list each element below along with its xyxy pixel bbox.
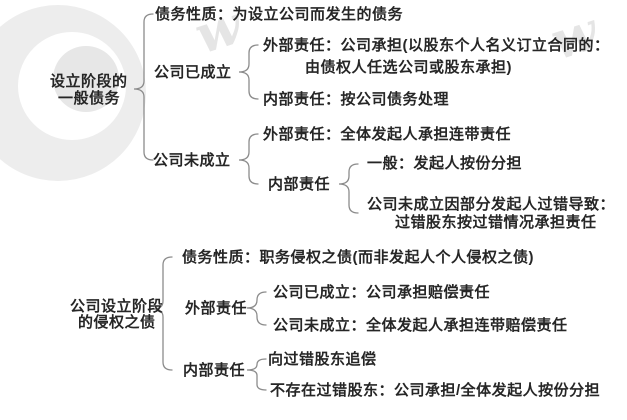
branch-brace — [338, 163, 359, 214]
node-not-established-external: 外部责任：全体发起人承担连带责任 — [263, 126, 512, 143]
branch-brace — [238, 133, 259, 185]
node-internal-general: 一般：发起人按份分担 — [367, 155, 523, 172]
node-not-established-internal: 内部责任 — [268, 176, 331, 193]
branch-brace — [246, 291, 267, 326]
node-internal-fault-line2: 过错股东按过错情况承担责任 — [395, 214, 597, 231]
node-root-general-debts-line2: 一般债务 — [58, 90, 121, 107]
node-debt-nature-general: 债务性质：为设立公司而发生的债务 — [155, 6, 404, 23]
node-company-established: 公司已成立 — [154, 64, 232, 81]
node-tort-internal: 内部责任 — [183, 362, 246, 379]
branch-brace — [246, 358, 267, 391]
node-company-not-established: 公司未成立 — [153, 152, 231, 169]
branch-brace — [238, 44, 259, 100]
node-established-external-line1: 外部责任：公司承担(以股东个人名义订立合同的： — [263, 37, 610, 54]
node-tort-internal-no-fault: 不存在过错股东：公司承担/全体发起人按份分担 — [270, 382, 601, 399]
node-tort-external-established: 公司已成立：公司承担赔偿责任 — [273, 284, 491, 301]
node-root-tort-debts-line2: 的侵权之债 — [78, 314, 156, 331]
node-established-internal: 内部责任：按公司债务处理 — [263, 91, 450, 108]
node-established-external-line2: 由债权人任选公司或股东承担) — [305, 59, 512, 76]
node-tort-external-not-established: 公司未成立：全体发起人承担连带赔偿责任 — [273, 317, 568, 334]
node-tort-internal-recourse: 向过错股东追偿 — [268, 351, 377, 368]
watermark-circle-inner — [53, 46, 119, 112]
node-internal-fault-line1: 公司未成立因部分发起人过错导致： — [367, 196, 616, 213]
node-root-tort-debts-line1: 公司设立阶段 — [70, 298, 164, 315]
node-tort-external: 外部责任 — [185, 300, 248, 317]
node-debt-nature-tort: 债务性质：职务侵权之债(而非发起人个人侵权之债) — [182, 249, 534, 266]
branch-brace — [152, 256, 173, 371]
branch-brace — [133, 13, 154, 161]
node-root-general-debts-line1: 设立阶段的 — [50, 73, 128, 90]
